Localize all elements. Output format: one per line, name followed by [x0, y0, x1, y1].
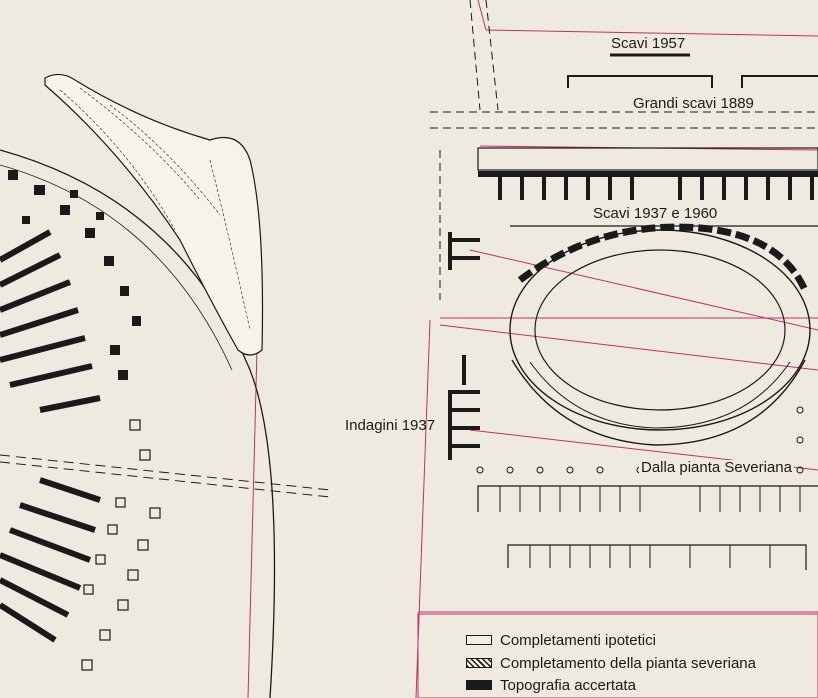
label-dalla-pianta-severiana: Dalla pianta Severiana — [639, 459, 794, 476]
label-indagini-1937: Indagini 1937 — [345, 417, 436, 434]
legend-item-hypothetical: Completamenti ipotetici — [466, 631, 656, 649]
legend-item-confirmed: Topografia accertata — [466, 676, 636, 694]
legend-label-severan: Completamento della pianta severiana — [500, 654, 756, 672]
rubble-deposit — [44, 73, 264, 356]
amphitheatre-left — [0, 149, 331, 698]
legend-swatch-empty — [466, 635, 492, 645]
legend-item-severan: Completamento della pianta severiana — [466, 654, 756, 672]
amphitheatre-right — [430, 0, 818, 570]
legend-swatch-hatched — [466, 658, 492, 668]
legend-swatch-solid — [466, 680, 492, 690]
survey-lines — [247, 0, 818, 698]
label-scavi-1937-1960: Scavi 1937 e 1960 — [591, 205, 720, 222]
legend-label-hypothetical: Completamenti ipotetici — [500, 631, 656, 649]
label-grandi-scavi-1889: Grandi scavi 1889 — [631, 95, 756, 112]
legend-label-confirmed: Topografia accertata — [500, 676, 636, 694]
label-scavi-1957: Scavi 1957 — [611, 35, 686, 52]
legend-frame — [417, 613, 818, 698]
